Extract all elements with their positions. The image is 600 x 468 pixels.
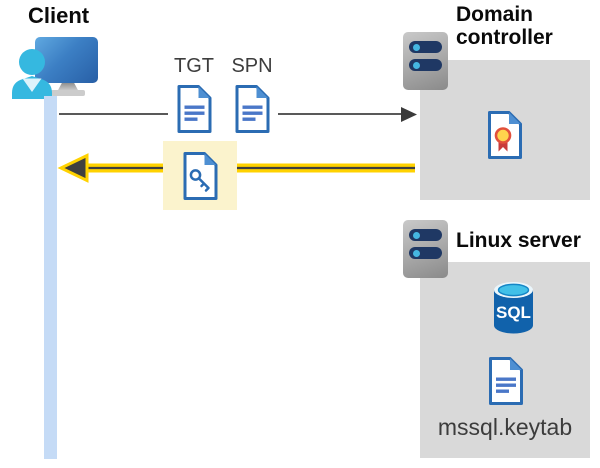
- client-label: Client: [28, 3, 90, 28]
- sql-cylinder-top: [497, 283, 530, 297]
- request-arrow-head-icon: [401, 107, 417, 122]
- key-document-icon: [183, 151, 217, 200]
- monitor-icon: [35, 37, 98, 83]
- server-bar: [409, 41, 442, 53]
- document-fold: [198, 86, 210, 98]
- keytab-document-icon: [489, 357, 523, 405]
- document-fold: [509, 112, 521, 124]
- document-fold: [510, 358, 522, 370]
- server-led-icon: [413, 231, 420, 239]
- linux-server-icon: [403, 220, 448, 278]
- monitor-stand-base: [51, 90, 85, 96]
- sql-database-icon: SQL: [494, 282, 533, 334]
- tickets-group: [168, 80, 278, 137]
- ticket-highlight-box: [163, 141, 237, 210]
- certificate-badge: [494, 127, 512, 144]
- tgt-label: TGT: [174, 55, 214, 77]
- spn-document-icon: [235, 84, 269, 133]
- monitor-stand-neck: [57, 83, 79, 92]
- spn-label: SPN: [231, 55, 273, 77]
- client-lifeline-bar: [44, 96, 57, 459]
- domain-controller-label: Domain controller: [456, 3, 553, 49]
- document-fold: [256, 86, 268, 98]
- keytab-label: mssql.keytab: [437, 414, 573, 440]
- server-bar: [409, 247, 442, 259]
- linux-server-label: Linux server: [456, 229, 581, 252]
- sql-cylinder-body: [494, 290, 533, 334]
- person-icon: [12, 49, 52, 99]
- server-led-icon: [413, 249, 420, 257]
- domain-controller-server-icon: [403, 32, 448, 90]
- document-fold: [204, 153, 216, 165]
- tgt-document-icon: [177, 84, 211, 133]
- person-head: [19, 49, 45, 75]
- server-led-icon: [413, 61, 420, 69]
- certificate-icon: [488, 111, 522, 159]
- server-led-icon: [413, 43, 420, 51]
- server-bar: [409, 59, 442, 71]
- response-arrow-head-icon: [57, 153, 89, 183]
- person-collar: [22, 78, 42, 92]
- server-bar: [409, 229, 442, 241]
- sql-text: SQL: [496, 303, 531, 322]
